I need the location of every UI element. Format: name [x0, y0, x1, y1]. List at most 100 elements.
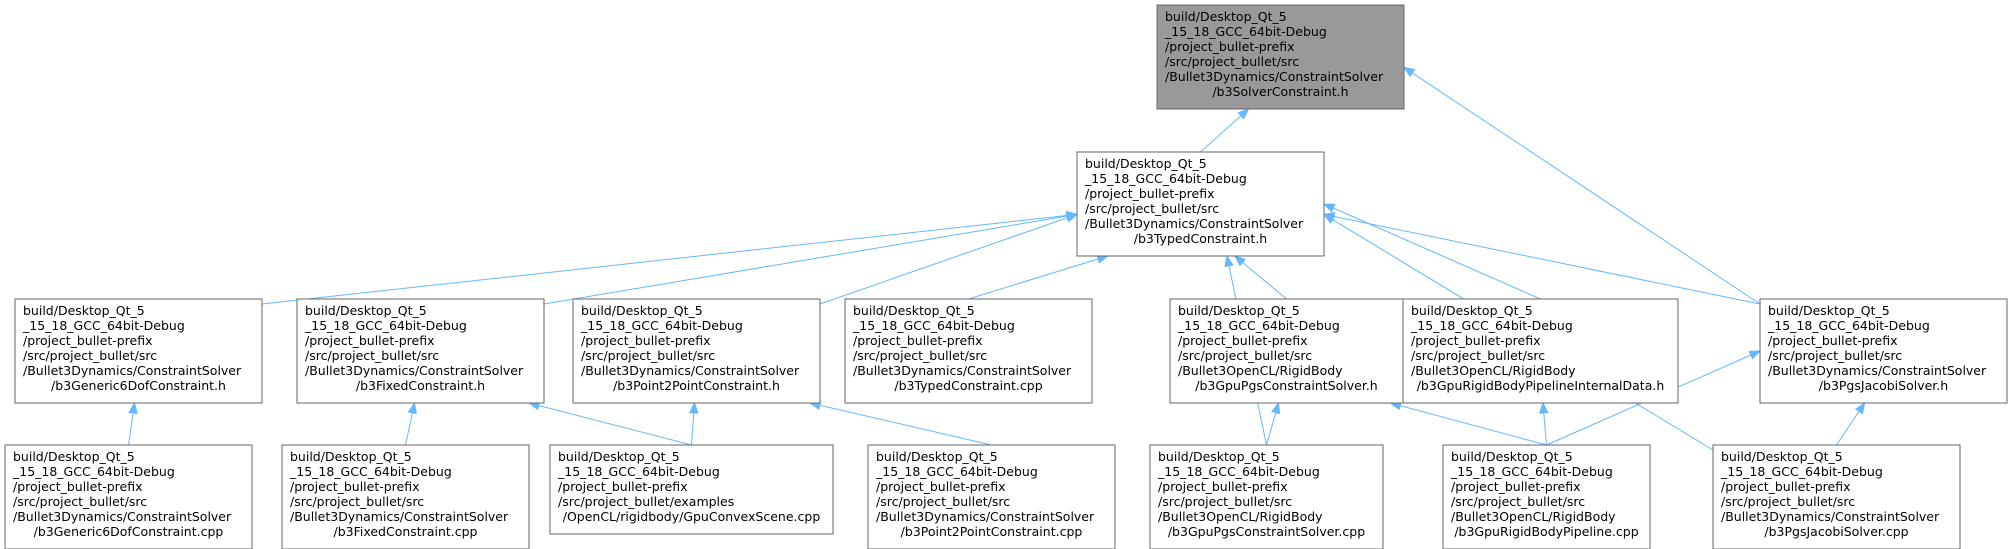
- node-label-line: /b3FixedConstraint.cpp: [333, 524, 477, 539]
- node-gpurb-internal-h[interactable]: build/Desktop_Qt_5_15_18_GCC_64bit-Debug…: [1402, 298, 1679, 404]
- node-label-line: build/Desktop_Qt_5: [1451, 449, 1573, 464]
- node-label-line: /project_bullet-prefix: [1165, 39, 1295, 54]
- node-box: [1076, 151, 1325, 257]
- edge-gpuconvex-cpp-to-fixed-h: [528, 402, 692, 446]
- node-label-line: /src/project_bullet/src: [1768, 348, 1902, 363]
- node-box: [572, 298, 821, 404]
- nodes-layer: build/Desktop_Qt_5_15_18_GCC_64bit-Debug…: [4, 4, 2008, 549]
- arrowhead: [1402, 66, 1416, 78]
- node-label-line: /src/project_bullet/src: [1085, 201, 1219, 216]
- node-label-line: /b3GpuRigidBodyPipelineInternalData.h: [1417, 378, 1665, 393]
- node-label-line: /src/project_bullet/src: [1178, 348, 1312, 363]
- node-label-line: _15_18_GCC_64bit-Debug: [12, 464, 175, 479]
- node-label-line: build/Desktop_Qt_5: [1178, 303, 1300, 318]
- edge-generic6dof-h-to-typed-constraint-h: [261, 213, 1078, 305]
- node-pgsjacobi-h[interactable]: build/Desktop_Qt_5_15_18_GCC_64bit-Debug…: [1759, 298, 2008, 404]
- node-generic6dof-cpp[interactable]: build/Desktop_Qt_5_15_18_GCC_64bit-Debug…: [4, 444, 253, 549]
- node-box: [1156, 4, 1405, 110]
- node-label-line: _15_18_GCC_64bit-Debug: [580, 318, 743, 333]
- edge-fixed-h-to-typed-constraint-h: [543, 213, 1078, 305]
- node-label-line: /b3TypedConstraint.cpp: [894, 378, 1042, 393]
- node-label-line: _15_18_GCC_64bit-Debug: [1720, 464, 1883, 479]
- node-gpurb-cpp[interactable]: build/Desktop_Qt_5_15_18_GCC_64bit-Debug…: [1442, 444, 1651, 549]
- node-label-line: /src/project_bullet/examples: [558, 494, 734, 509]
- node-label-line: /Bullet3Dynamics/ConstraintSolver: [305, 363, 524, 378]
- edge-gpupgs-h-to-typed-constraint-h: [1234, 255, 1287, 300]
- node-label-line: build/Desktop_Qt_5: [290, 449, 412, 464]
- node-label-line: /src/project_bullet/src: [1411, 348, 1545, 363]
- node-box: [14, 298, 263, 404]
- edge-p2p-h-to-typed-constraint-h: [819, 213, 1078, 305]
- node-label-line: _15_18_GCC_64bit-Debug: [557, 464, 720, 479]
- node-label-line: /b3TypedConstraint.h: [1134, 231, 1267, 246]
- node-p2p-cpp[interactable]: build/Desktop_Qt_5_15_18_GCC_64bit-Debug…: [867, 444, 1116, 549]
- node-label-line: _15_18_GCC_64bit-Debug: [22, 318, 185, 333]
- node-label-line: build/Desktop_Qt_5: [558, 449, 680, 464]
- node-label-line: /src/project_bullet/src: [13, 494, 147, 509]
- node-fixed-h[interactable]: build/Desktop_Qt_5_15_18_GCC_64bit-Debug…: [296, 298, 545, 404]
- node-label-line: /Bullet3Dynamics/ConstraintSolver: [1768, 363, 1987, 378]
- node-label-line: /src/project_bullet/src: [1158, 494, 1292, 509]
- node-label-line: /Bullet3OpenCL/RigidBody: [1411, 363, 1576, 378]
- edge-typed-constraint-h-to-solver-constraint-h: [1200, 108, 1249, 153]
- node-label-line: /b3GpuPgsConstraintSolver.h: [1195, 378, 1377, 393]
- node-label-line: _15_18_GCC_64bit-Debug: [1450, 464, 1613, 479]
- node-typed-constraint-h[interactable]: build/Desktop_Qt_5_15_18_GCC_64bit-Debug…: [1076, 151, 1325, 257]
- node-label-line: /project_bullet-prefix: [1178, 333, 1308, 348]
- node-typed-cpp[interactable]: build/Desktop_Qt_5_15_18_GCC_64bit-Debug…: [844, 298, 1093, 404]
- node-fixed-cpp[interactable]: build/Desktop_Qt_5_15_18_GCC_64bit-Debug…: [281, 444, 530, 549]
- node-gpupgs-h[interactable]: build/Desktop_Qt_5_15_18_GCC_64bit-Debug…: [1169, 298, 1404, 404]
- node-label-line: /Bullet3Dynamics/ConstraintSolver: [1165, 69, 1384, 84]
- node-box: [1402, 298, 1679, 404]
- edge-p2p-cpp-to-p2p-h: [809, 402, 992, 446]
- node-gpuconvex-cpp[interactable]: build/Desktop_Qt_5_15_18_GCC_64bit-Debug…: [549, 444, 834, 535]
- node-label-line: _15_18_GCC_64bit-Debug: [304, 318, 467, 333]
- node-box: [867, 444, 1116, 549]
- arrowhead: [1065, 213, 1079, 223]
- node-p2p-h[interactable]: build/Desktop_Qt_5_15_18_GCC_64bit-Debug…: [572, 298, 821, 404]
- node-solver-constraint-h[interactable]: build/Desktop_Qt_5_15_18_GCC_64bit-Debug…: [1156, 4, 1405, 110]
- node-label-line: build/Desktop_Qt_5: [876, 449, 998, 464]
- node-label-line: /src/project_bullet/src: [876, 494, 1010, 509]
- arrowhead: [1271, 401, 1281, 415]
- node-label-line: /project_bullet-prefix: [853, 333, 983, 348]
- node-label-line: /project_bullet-prefix: [290, 479, 420, 494]
- node-label-line: _15_18_GCC_64bit-Debug: [1164, 24, 1327, 39]
- arrowhead: [1854, 401, 1866, 415]
- arrowhead: [1322, 203, 1336, 213]
- node-label-line: build/Desktop_Qt_5: [1165, 9, 1287, 24]
- node-label-line: /Bullet3Dynamics/ConstraintSolver: [853, 363, 1072, 378]
- node-label-line: /Bullet3Dynamics/ConstraintSolver: [1085, 216, 1304, 231]
- node-label-line: /b3GpuRigidBodyPipeline.cpp: [1454, 524, 1638, 539]
- node-label-line: _15_18_GCC_64bit-Debug: [1177, 318, 1340, 333]
- node-label-line: /b3SolverConstraint.h: [1212, 84, 1348, 99]
- node-label-line: /project_bullet-prefix: [1411, 333, 1541, 348]
- arrowhead: [407, 401, 417, 415]
- edge-pgsjacobi-h-to-solver-constraint-h: [1403, 66, 1761, 305]
- edge-gpurb-cpp-to-gpupgs-h: [1390, 402, 1547, 446]
- node-label-line: /project_bullet-prefix: [558, 479, 688, 494]
- node-label-line: /src/project_bullet/src: [305, 348, 439, 363]
- node-label-line: /b3Generic6DofConstraint.h: [51, 378, 226, 393]
- node-box: [1759, 298, 2008, 404]
- node-label-line: /b3Point2PointConstraint.cpp: [901, 524, 1083, 539]
- node-box: [281, 444, 530, 549]
- node-gpupgs-cpp[interactable]: build/Desktop_Qt_5_15_18_GCC_64bit-Debug…: [1149, 444, 1384, 549]
- edges-layer: [128, 66, 1866, 451]
- node-label-line: _15_18_GCC_64bit-Debug: [1157, 464, 1320, 479]
- arrowhead: [1237, 108, 1250, 120]
- node-pgsjacobi-cpp[interactable]: build/Desktop_Qt_5_15_18_GCC_64bit-Debug…: [1712, 444, 1961, 549]
- arrowhead: [1748, 350, 1762, 360]
- node-generic6dof-h[interactable]: build/Desktop_Qt_5_15_18_GCC_64bit-Debug…: [14, 298, 263, 404]
- node-label-line: /src/project_bullet/src: [853, 348, 987, 363]
- edge-typed-cpp-to-typed-constraint-h: [968, 255, 1108, 300]
- node-label-line: /src/project_bullet/src: [1451, 494, 1585, 509]
- node-label-line: /project_bullet-prefix: [13, 479, 143, 494]
- edge-pgsjacobi-h-to-typed-constraint-h: [1323, 213, 1761, 305]
- node-label-line: /project_bullet-prefix: [1158, 479, 1288, 494]
- node-box: [4, 444, 253, 549]
- node-label-line: /Bullet3Dynamics/ConstraintSolver: [290, 509, 509, 524]
- arrowhead: [1322, 213, 1336, 224]
- node-label-line: /b3Generic6DofConstraint.cpp: [34, 524, 224, 539]
- node-label-line: /project_bullet-prefix: [1085, 186, 1215, 201]
